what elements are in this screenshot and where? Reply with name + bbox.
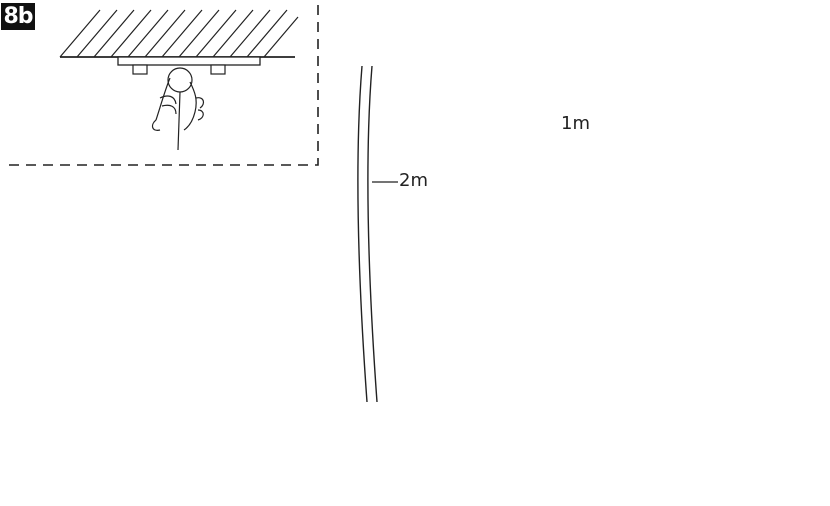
ceiling-inset — [5, 5, 319, 166]
cable-length-label: 2m — [399, 170, 428, 191]
hand-icon — [151, 67, 205, 151]
power-cable-icon — [357, 65, 398, 403]
step-badge: 8b — [1, 3, 35, 30]
mount-plate — [117, 56, 261, 66]
mount-nut-left — [132, 64, 148, 75]
mount-nut-right — [210, 64, 226, 75]
wire-length-label: 1m — [561, 113, 590, 134]
ceiling-hatch-icon — [59, 9, 299, 58]
